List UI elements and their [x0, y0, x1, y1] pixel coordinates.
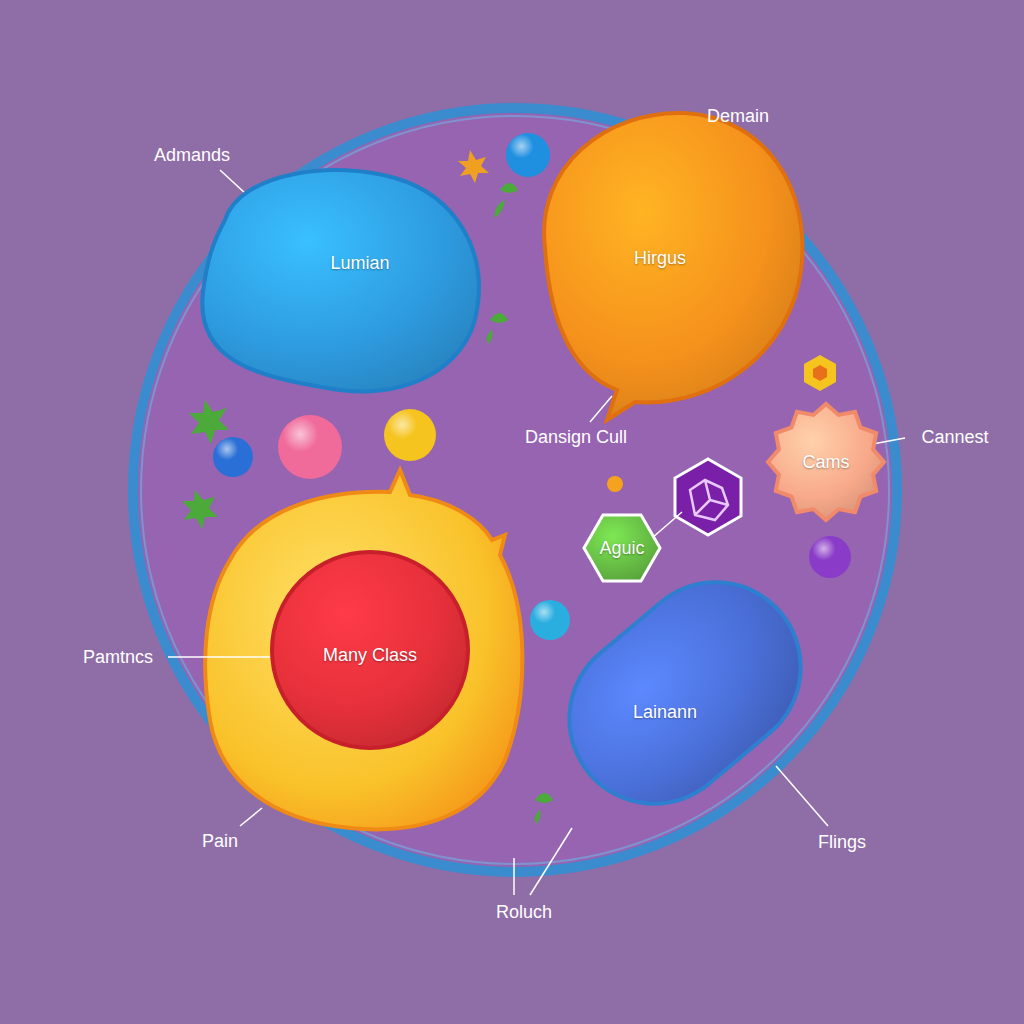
blue-organelle: Lumian — [195, 160, 485, 405]
organelle-label: Lumian — [330, 253, 389, 274]
organelle-label: Hirgus — [634, 248, 686, 269]
star-organelle-body — [768, 404, 884, 520]
nucleus: Many Class — [270, 550, 470, 750]
organelle-label: Aguic — [599, 538, 644, 559]
organelle-label: Cams — [802, 452, 849, 473]
part-label: Pamtncs — [83, 647, 153, 668]
star-particle — [458, 150, 489, 183]
blue-organelle-body — [202, 170, 479, 391]
part-label: Admands — [154, 145, 230, 166]
part-label: Demain — [707, 106, 769, 127]
nucleus-body — [272, 552, 468, 748]
orange-organelle: Hirgus — [525, 108, 807, 420]
cell-membrane — [133, 108, 897, 872]
part-label: Dansign Cull — [525, 427, 627, 448]
part-label: Pain — [202, 831, 238, 852]
capsule-organelle: Lainann — [535, 548, 835, 838]
star-organelle: Cams — [768, 404, 884, 520]
part-label: Roluch — [496, 902, 552, 923]
organelle-label: Many Class — [323, 645, 417, 666]
capsule-organelle-body — [535, 548, 836, 839]
yellow-blob — [205, 470, 522, 829]
hexagon-organelle: Aguic — [584, 510, 660, 586]
hexagon-organelle-body — [584, 515, 660, 581]
part-label: Cannest — [921, 427, 988, 448]
part-label: Flings — [818, 832, 866, 853]
orange-organelle-body — [544, 113, 802, 420]
blue-organelle-outline — [195, 160, 485, 405]
organelle-label: Lainann — [633, 702, 697, 723]
purple-organelle — [675, 459, 741, 535]
capsule-organelle-outline — [535, 548, 835, 838]
